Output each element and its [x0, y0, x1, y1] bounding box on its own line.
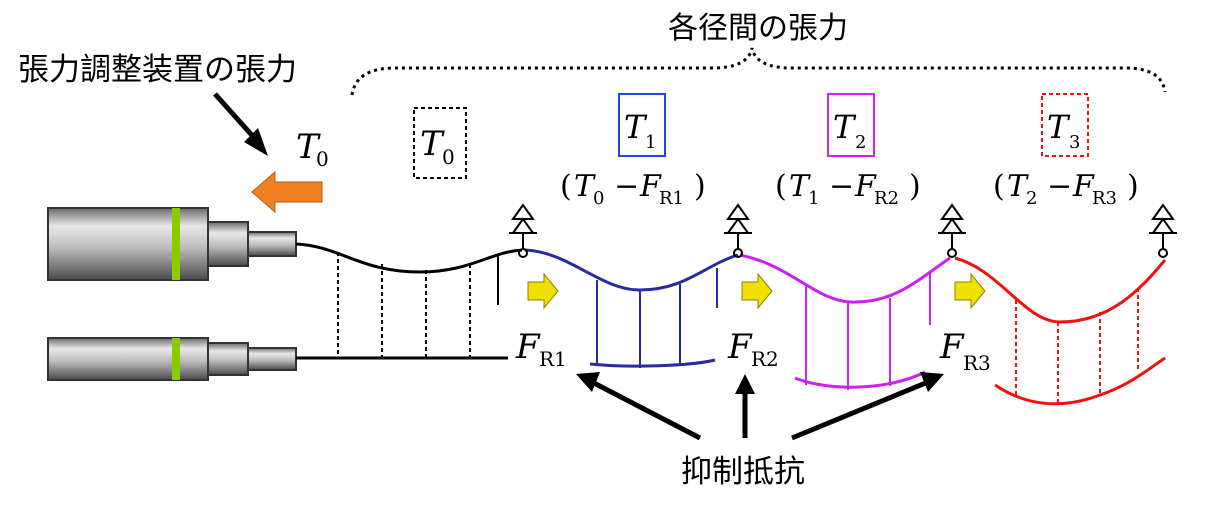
tension-adjuster-upper [47, 207, 297, 281]
expr-t0-minus-fr1: ( T 0 − F R1 ) [560, 169, 706, 209]
svg-text:F: F [515, 327, 541, 367]
svg-text:2: 2 [1026, 188, 1037, 209]
svg-text:−: − [1047, 169, 1072, 204]
span-3-wire [954, 256, 1167, 406]
adjuster-tension-label: 張力調整装置の張力 [18, 52, 297, 88]
adjuster-pointer-head [244, 128, 268, 156]
svg-text:2: 2 [855, 132, 866, 153]
svg-text:0: 0 [593, 188, 604, 209]
svg-text:T: T [420, 124, 445, 164]
box-t0: T 0 [413, 107, 467, 179]
restraint-pointer-arrows [576, 372, 944, 441]
svg-text:F: F [639, 169, 662, 204]
svg-text:F: F [1072, 169, 1095, 204]
svg-text:(: ( [560, 169, 572, 204]
span-0-wire [295, 242, 523, 360]
span-1-wire [524, 248, 739, 368]
svg-text:T: T [833, 108, 857, 146]
span-tension-label: 各径間の張力 [668, 11, 848, 46]
svg-text:1: 1 [808, 188, 819, 209]
adjuster-pointer-line [213, 92, 260, 144]
restraint-label: 抑制抵抗 [681, 454, 805, 490]
svg-text:R2: R2 [751, 347, 779, 371]
svg-text:−: − [829, 169, 854, 204]
svg-text:R3: R3 [963, 351, 991, 375]
tension-adjuster-lower [47, 337, 297, 381]
svg-text:F: F [939, 327, 965, 367]
svg-text:R1: R1 [659, 188, 684, 209]
svg-text:0: 0 [316, 147, 329, 171]
svg-text:R3: R3 [1092, 188, 1117, 209]
svg-text:F: F [854, 169, 877, 204]
svg-text:1: 1 [645, 132, 656, 153]
svg-text:(: ( [775, 169, 787, 204]
span-2-wire [739, 253, 951, 390]
svg-text:R2: R2 [874, 188, 899, 209]
svg-text:T: T [1007, 169, 1029, 204]
force-fr1-label: F R1 [515, 327, 567, 371]
span-brace [350, 47, 1167, 96]
box-t3: T 3 [1041, 93, 1089, 157]
svg-text:): ) [1127, 169, 1139, 204]
svg-text:T: T [624, 108, 648, 146]
svg-text:3: 3 [1069, 132, 1080, 153]
svg-text:T: T [574, 169, 596, 204]
expr-t2-minus-fr3: ( T 2 − F R3 ) [993, 169, 1139, 209]
adjuster-tension-arrow [251, 170, 323, 214]
svg-text:T: T [1047, 108, 1071, 146]
restraint-force-arrow [527, 272, 986, 310]
svg-text:F: F [727, 327, 753, 367]
svg-text:T: T [789, 169, 811, 204]
svg-text:): ) [694, 169, 706, 204]
box-t1: T 1 [618, 93, 666, 157]
force-fr3-label: F R3 [939, 327, 991, 375]
svg-text:(: ( [993, 169, 1005, 204]
expr-t1-minus-fr2: ( T 1 − F R2 ) [775, 169, 921, 209]
svg-text:R1: R1 [539, 347, 567, 371]
support-pulley-icon [509, 203, 1177, 258]
outer-t0-symbol: T 0 [296, 127, 329, 171]
svg-text:−: − [614, 169, 639, 204]
box-t2: T 2 [827, 93, 875, 157]
force-fr2-label: F R2 [727, 327, 779, 371]
svg-text:T: T [296, 127, 321, 167]
svg-text:0: 0 [442, 145, 455, 169]
svg-text:): ) [909, 169, 921, 204]
